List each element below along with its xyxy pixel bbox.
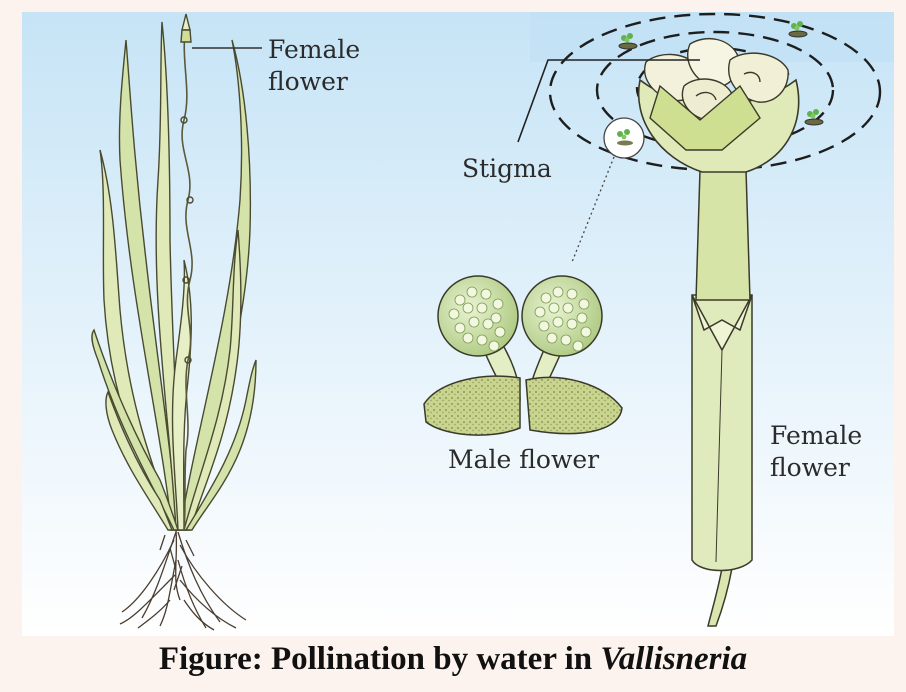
female-flower-top-label-line2: flower [268,67,348,96]
male-flower-label: Male flower [448,445,599,474]
caption-prefix: Figure: Pollination by water in [158,641,601,677]
vallisneria-plant [91,13,257,531]
floating-male-flower-1 [618,33,638,50]
female-flower-ovary [695,169,751,301]
female-flower-right-label-line2: flower [770,453,850,482]
stigma-leader [517,59,700,143]
roots [119,529,247,631]
floating-male-flower-2 [788,21,808,38]
pollen-grains [448,286,592,352]
figure-caption: Figure: Pollination by water in Vallisne… [0,641,906,678]
stigma-label: Stigma [462,154,552,183]
caption-genus: Vallisneria [600,641,748,677]
female-flower-right-label-line1: Female [770,421,862,450]
female-flower-top-label-line1: Female [268,35,360,64]
stigma-lobes [644,37,789,151]
floating-male-flower-3 [804,109,824,126]
magnified-pollen-circle [603,117,645,159]
magnification-line [571,156,615,263]
female-flower-stalk [691,294,753,627]
